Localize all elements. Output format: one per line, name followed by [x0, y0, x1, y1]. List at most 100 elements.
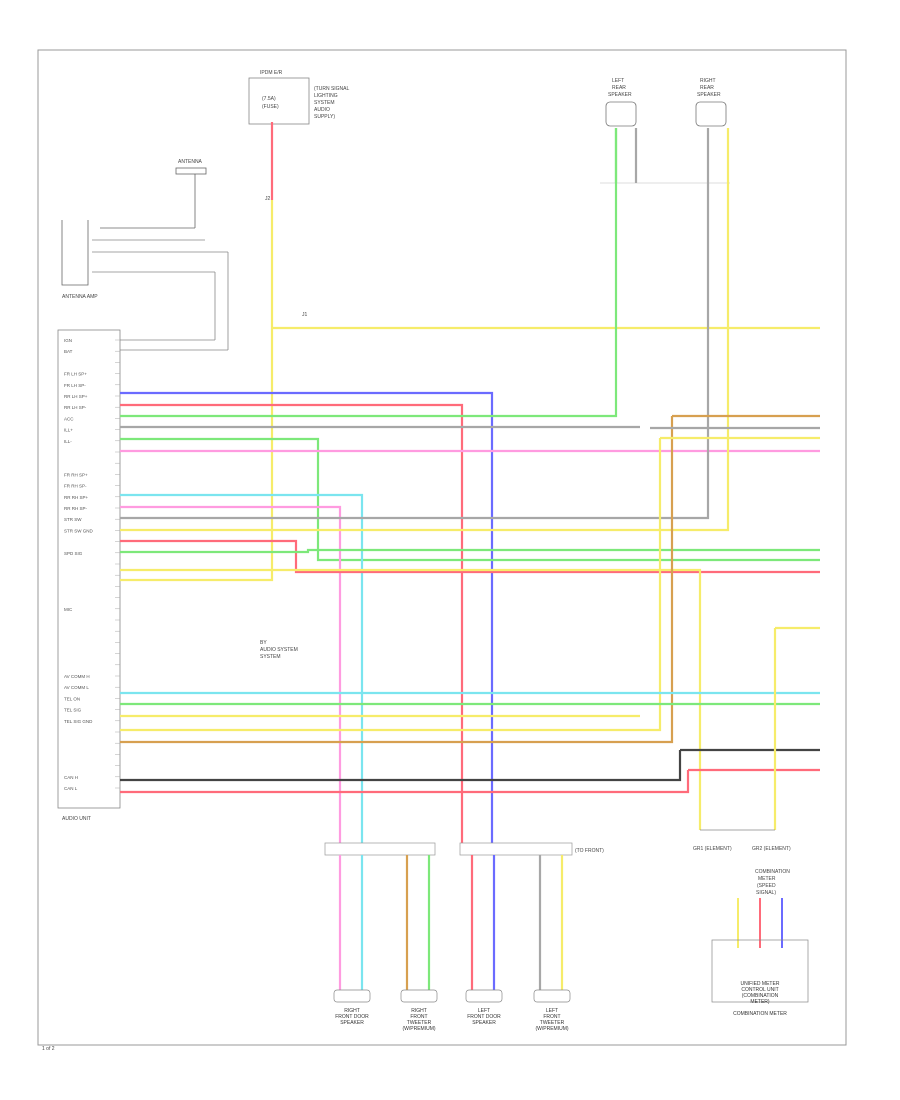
junction-label: J1: [302, 312, 308, 318]
audio-pin-label: AV COMM L: [64, 685, 89, 690]
wire-yellow: [120, 568, 702, 830]
svg-text:REAR: REAR: [700, 85, 714, 91]
speaker-label: FRONT DOOR: [335, 1014, 369, 1020]
wire-harness: [120, 122, 820, 948]
left-rear-speaker: LEFT REAR SPEAKER: [605, 78, 637, 127]
speaker-label: FRONT: [543, 1014, 560, 1020]
wire-gray: [120, 128, 710, 520]
audio-pin-label: IGN: [64, 338, 72, 343]
speaker-label: FRONT DOOR: [467, 1014, 501, 1020]
svg-text:SUPPLY): SUPPLY): [314, 114, 335, 120]
svg-text:(SPEED: (SPEED: [757, 883, 776, 889]
wire-yellow: [120, 438, 662, 732]
speaker-label: LEFT: [546, 1008, 558, 1014]
audio-pin-label: AV COMM H: [64, 674, 90, 679]
svg-text:LIGHTING: LIGHTING: [314, 93, 338, 99]
antenna: ANTENNA: [100, 159, 207, 229]
svg-text:METER: METER: [758, 876, 776, 882]
wire-green: [120, 548, 820, 554]
speaker-label: SPEAKER: [340, 1020, 364, 1026]
svg-text:GR1 (ELEMENT): GR1 (ELEMENT): [693, 846, 732, 852]
speaker-label: SPEAKER: [472, 1020, 496, 1026]
audio-pin-label: RR LH SP+: [64, 394, 88, 399]
svg-text:SIGNAL): SIGNAL): [756, 890, 776, 896]
audio-pin-label: FR LH SP-: [64, 383, 86, 388]
svg-text:AUDIO UNIT: AUDIO UNIT: [62, 816, 91, 822]
audio-pin-label: RR LH SP-: [64, 405, 87, 410]
audio-pin-label: TEL SIG GND: [64, 719, 93, 724]
wire-orange: [120, 416, 674, 744]
audio-pin-label: TEL SIG: [64, 708, 82, 713]
diagram-frame: [37, 49, 847, 1046]
audio-pin-label: RR RH SP-: [64, 506, 88, 511]
svg-text:SYSTEM: SYSTEM: [260, 654, 281, 660]
audio-pin-label: FR RH SP-: [64, 484, 87, 489]
bottom-connector-block: (TO FRONT): [324, 842, 604, 856]
svg-text:(TURN SIGNAL: (TURN SIGNAL: [314, 86, 350, 92]
speaker-body: [533, 989, 571, 1003]
page-reference: 1 of 2: [42, 1046, 55, 1052]
wire-green: [120, 437, 820, 562]
audio-pin-label: STR SW: [64, 517, 82, 522]
speaker-label: RIGHT: [411, 1008, 427, 1014]
audio-pin-label: RR RH SP+: [64, 495, 89, 500]
wire-blue: [120, 391, 494, 843]
wire-yellow: [120, 200, 274, 582]
wire-yellow: [120, 128, 730, 532]
audio-unit: AUDIO UNIT IGN BAT FR LH SP+ FR LH SP- RR LH…: [57, 329, 121, 822]
svg-text:IPDM E/R: IPDM E/R: [260, 70, 283, 76]
ground-note: BY AUDIO SYSTEM SYSTEM: [260, 640, 298, 660]
audio-pin-label: ILL+: [64, 428, 73, 433]
audio-pin-label: BAT: [64, 349, 73, 354]
svg-text:BY: BY: [260, 640, 267, 646]
speaker-label: (W/PREMIUM): [535, 1026, 568, 1032]
svg-text:(FUSE): (FUSE): [262, 104, 279, 110]
svg-text:(TO FRONT): (TO FRONT): [575, 848, 604, 854]
speaker-body: [465, 989, 503, 1003]
svg-text:LEFT: LEFT: [612, 78, 624, 84]
svg-text:REAR: REAR: [612, 85, 626, 91]
wire-red: [120, 403, 464, 843]
svg-text:ANTENNA AMP: ANTENNA AMP: [62, 294, 98, 300]
audio-pin-label: FR RH SP+: [64, 472, 88, 477]
speaker-label: TWEETER: [540, 1020, 565, 1026]
svg-text:CONTROL UNIT: CONTROL UNIT: [741, 987, 778, 993]
speaker-body: [400, 989, 438, 1003]
audio-pin-label: TEL ON: [64, 696, 80, 701]
audio-pin-label: CAN L: [64, 786, 78, 791]
svg-text:ANTENNA: ANTENNA: [178, 159, 203, 165]
audio-pin-label: CAN H: [64, 775, 78, 780]
svg-text:AUDIO SYSTEM: AUDIO SYSTEM: [260, 647, 298, 653]
svg-text:SPEAKER: SPEAKER: [608, 92, 632, 98]
combination-meter: GR1 (ELEMENT) GR2 (ELEMENT) COMBINATION …: [693, 829, 809, 1017]
speaker-label: FRONT: [410, 1014, 427, 1020]
audio-pin-label: STR SW GND: [64, 528, 93, 533]
audio-pin-label: ILL-: [64, 439, 72, 444]
audio-pin-label: FR LH SP+: [64, 372, 87, 377]
svg-text:SYSTEM: SYSTEM: [314, 100, 335, 106]
wire-red: [120, 539, 820, 574]
svg-text:(COMBINATION: (COMBINATION: [742, 993, 779, 999]
svg-text:RIGHT: RIGHT: [700, 78, 716, 84]
antenna-amp: ANTENNA AMP: [61, 220, 229, 351]
svg-text:COMBINATION: COMBINATION: [755, 869, 790, 875]
audio-pin-label: SPD SIG: [64, 551, 83, 556]
wire-black: [120, 750, 682, 782]
speaker-label: LEFT: [478, 1008, 490, 1014]
svg-text:METER): METER): [750, 999, 770, 1005]
right-rear-speaker: RIGHT REAR SPEAKER: [695, 78, 727, 127]
svg-text:GR2 (ELEMENT): GR2 (ELEMENT): [752, 846, 791, 852]
audio-pin-label: ACC: [64, 416, 74, 421]
audio-pin-label: MIC: [64, 607, 73, 612]
junction-label: J2: [265, 196, 271, 202]
svg-text:(7.5A): (7.5A): [262, 96, 276, 102]
svg-text:SPEAKER: SPEAKER: [697, 92, 721, 98]
svg-text:COMBINATION METER: COMBINATION METER: [733, 1011, 787, 1017]
wire-cyan: [120, 493, 364, 843]
fuse-box: IPDM E/R (7.5A) (FUSE) (TURN SIGNAL LIGH…: [248, 70, 350, 125]
svg-text:UNIFIED METER: UNIFIED METER: [741, 981, 780, 987]
speaker-label: (W/PREMIUM): [402, 1026, 435, 1032]
svg-text:AUDIO: AUDIO: [314, 107, 330, 113]
